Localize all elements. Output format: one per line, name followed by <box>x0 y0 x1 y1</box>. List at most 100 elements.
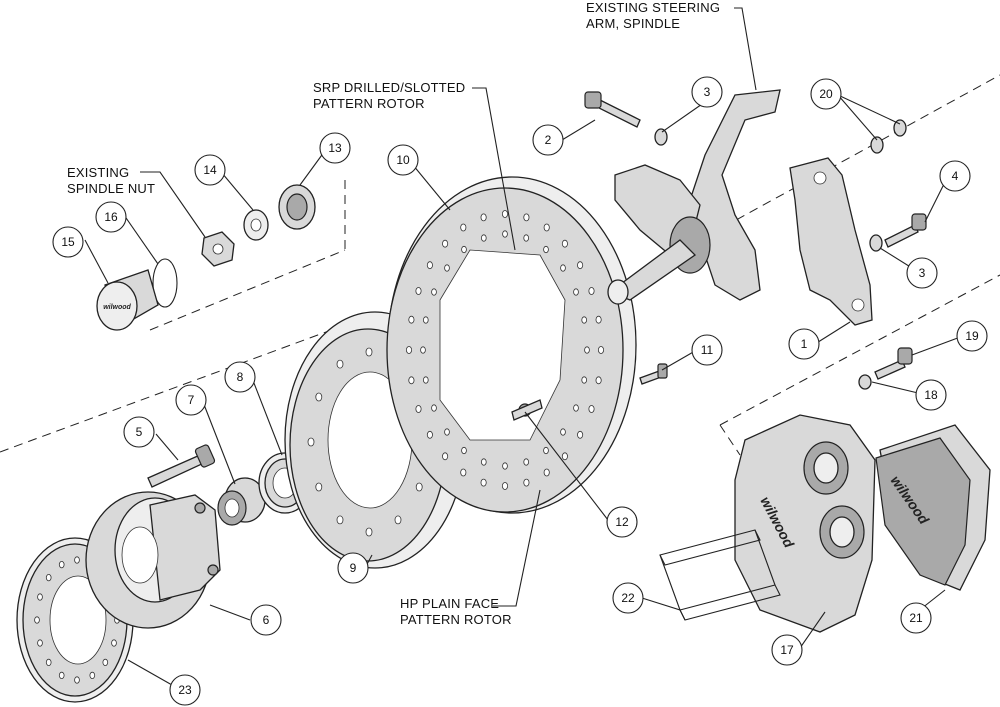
callout-16: 16 <box>95 201 127 233</box>
drill-hole <box>415 405 422 413</box>
drill-hole <box>336 359 344 369</box>
drill-hole <box>74 676 80 684</box>
callout-number: 5 <box>136 425 143 439</box>
caliper-17: wilwood <box>734 414 876 633</box>
drill-hole <box>45 658 52 667</box>
drill-hole <box>408 315 415 324</box>
drill-hole <box>415 287 422 295</box>
drill-hole <box>523 478 530 487</box>
bolt-19 <box>874 347 913 380</box>
drill-hole <box>74 556 80 564</box>
washer-14 <box>243 209 269 241</box>
callout-number: 1 <box>801 337 808 351</box>
label-existing-spindle-nut: EXISTING SPINDLE NUT <box>67 165 155 196</box>
drill-hole <box>315 482 323 492</box>
stud-12 <box>511 399 543 421</box>
callout-number: 6 <box>263 613 270 627</box>
bolt-2 <box>584 91 641 128</box>
hub-6 <box>85 491 221 629</box>
callout-1: 1 <box>788 328 820 360</box>
callout-number: 9 <box>350 561 357 575</box>
callout-number: 20 <box>819 87 833 101</box>
callout-17: 17 <box>771 634 803 666</box>
callout-22: 22 <box>612 582 644 614</box>
drill-hole <box>422 376 429 384</box>
callout-12: 12 <box>606 506 638 538</box>
svg-text:ARM, SPINDLE: ARM, SPINDLE <box>586 16 680 31</box>
callout-23: 23 <box>169 674 201 706</box>
drill-hole <box>523 234 529 242</box>
drill-hole <box>543 446 549 455</box>
drill-hole <box>426 261 433 270</box>
callout-number: 3 <box>919 266 926 280</box>
spindle-nut <box>201 231 235 267</box>
callout-number: 19 <box>965 329 979 343</box>
callout-8: 8 <box>224 361 256 393</box>
callout-18: 18 <box>915 379 947 411</box>
drill-hole <box>415 482 423 492</box>
callout-number: 17 <box>780 643 794 657</box>
drill-hole <box>573 288 579 296</box>
svg-text:HP PLAIN FACE: HP PLAIN FACE <box>400 596 499 611</box>
callout-number: 22 <box>621 591 635 605</box>
drill-hole <box>577 430 584 439</box>
callout-3: 3 <box>691 76 723 108</box>
drill-hole <box>365 527 373 537</box>
drill-hole <box>543 223 550 232</box>
callout-11: 11 <box>691 334 723 366</box>
drill-hole <box>431 288 437 296</box>
drill-hole <box>543 245 549 254</box>
callout-7: 7 <box>175 384 207 416</box>
callout-number: 15 <box>61 235 75 249</box>
callout-number: 16 <box>104 210 118 224</box>
drill-hole <box>422 316 429 324</box>
drill-hole <box>461 446 467 455</box>
callout-5: 5 <box>123 416 155 448</box>
drill-hole <box>307 437 315 447</box>
drill-hole <box>111 639 117 647</box>
callout-4: 4 <box>939 160 971 192</box>
srp-drilled-rotor-10 <box>386 176 637 514</box>
svg-text:SPINDLE NUT: SPINDLE NUT <box>67 181 155 196</box>
drill-hole <box>420 346 426 354</box>
callout-9: 9 <box>337 552 369 584</box>
drill-hole <box>480 478 487 487</box>
drill-hole <box>501 482 509 490</box>
drill-hole <box>460 223 467 232</box>
callout-number: 2 <box>545 133 552 147</box>
drill-hole <box>408 376 415 385</box>
drill-hole <box>581 376 587 384</box>
callout-number: 11 <box>701 343 714 357</box>
drill-hole <box>480 213 487 222</box>
dust-cap-15: wilwood <box>96 269 159 331</box>
drill-hole <box>405 346 413 354</box>
o-ring-16 <box>152 258 178 308</box>
callout-3: 3 <box>906 257 938 289</box>
drill-hole <box>58 671 65 680</box>
callout-6: 6 <box>250 604 282 636</box>
callout-number: 14 <box>203 163 217 177</box>
dust-cap-logo: wilwood <box>103 304 131 311</box>
washer-18 <box>858 374 872 390</box>
drill-hole <box>461 245 467 254</box>
washer-3-upper <box>654 128 668 146</box>
callout-2: 2 <box>532 124 564 156</box>
drill-hole <box>502 230 508 238</box>
drill-hole <box>426 430 433 439</box>
drill-hole <box>523 213 530 222</box>
svg-text:SRP DRILLED/SLOTTED: SRP DRILLED/SLOTTED <box>313 80 465 95</box>
callout-number: 3 <box>704 85 711 99</box>
callout-13: 13 <box>319 132 351 164</box>
callout-number: 7 <box>188 393 195 407</box>
drill-hole <box>588 405 595 413</box>
bearing-13 <box>278 184 316 230</box>
callout-number: 12 <box>615 515 629 529</box>
callout-number: 8 <box>237 370 244 384</box>
drill-hole <box>34 616 40 624</box>
drill-hole <box>444 428 450 436</box>
svg-text:EXISTING: EXISTING <box>67 165 129 180</box>
drill-hole <box>573 404 579 412</box>
label-hp-rotor: HP PLAIN FACE PATTERN ROTOR <box>400 596 511 627</box>
